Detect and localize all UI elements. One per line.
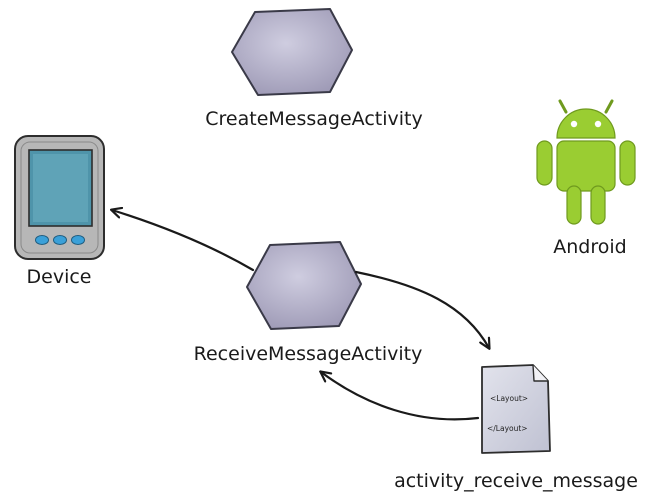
arrow-receive-to-device: [112, 210, 255, 272]
create-activity-label: CreateMessageActivity: [205, 108, 422, 130]
create-activity-hexagon: [231, 8, 353, 96]
android-label: Android: [553, 236, 626, 258]
receive-activity-hexagon: [246, 241, 362, 330]
android-robot-icon: [536, 99, 636, 225]
device-label: Device: [27, 266, 92, 288]
layout-document-icon: <Layout> </Layout>: [481, 364, 551, 454]
layout-file-label: activity_receive_message: [394, 470, 638, 492]
create-activity-node: CreateMessageActivity: [205, 8, 423, 130]
layout-file-node: <Layout> </Layout> activity_receive_mess…: [394, 364, 638, 492]
receive-activity-node: ReceiveMessageActivity: [194, 241, 423, 365]
device-node: Device: [14, 135, 105, 288]
layout-open-tag: <Layout>: [490, 394, 528, 403]
layout-close-tag: </Layout>: [487, 424, 528, 433]
arrow-receive-to-layout: [354, 270, 489, 348]
device-phone-icon: [14, 135, 105, 260]
arrow-layout-to-receive: [321, 372, 480, 421]
receive-activity-label: ReceiveMessageActivity: [194, 343, 423, 365]
android-node: Android: [536, 99, 636, 258]
